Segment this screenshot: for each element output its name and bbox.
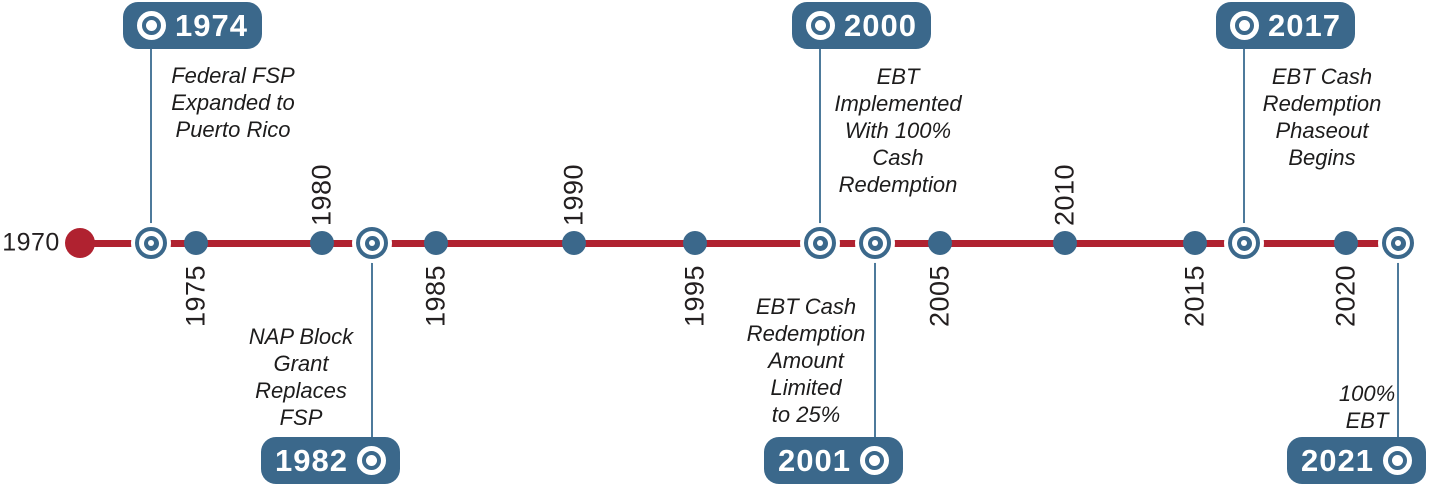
bullseye-icon (1230, 11, 1259, 40)
connector-line-2000 (819, 46, 821, 244)
tick-dot-2015 (1183, 231, 1207, 255)
event-badge-1974: 1974 (123, 2, 262, 49)
tick-dot-1985 (424, 231, 448, 255)
event-description-2017: EBT Cash Redemption Phaseout Begins (1262, 64, 1382, 170)
event-description-1974: Federal FSP Expanded to Puerto Rico (171, 63, 295, 142)
tick-dot-1975 (184, 231, 208, 255)
bullseye-icon (806, 11, 835, 40)
event-marker-2000 (800, 223, 840, 263)
bullseye-icon (137, 11, 166, 40)
badge-year: 1982 (275, 442, 348, 478)
event-badge-2000: 2000 (792, 2, 931, 49)
event-description-2021: 100% EBT (1338, 381, 1396, 433)
tick-dot-2020 (1334, 231, 1358, 255)
connector-line-2001 (874, 243, 876, 438)
connector-line-2021 (1397, 243, 1399, 438)
event-description-2000: EBT Implemented With 100% Cash Redemptio… (834, 64, 962, 197)
badge-year: 2017 (1268, 7, 1341, 43)
event-description-2001: EBT Cash Redemption Amount Limited to 25… (746, 294, 866, 427)
tick-label-1985: 1985 (420, 264, 451, 328)
tick-label-1975: 1975 (180, 264, 211, 328)
event-badge-2017: 2017 (1216, 2, 1355, 49)
event-marker-2021 (1378, 223, 1418, 263)
tick-dot-1990 (562, 231, 586, 255)
axis-start-dot (65, 228, 95, 258)
event-marker-1974 (131, 223, 171, 263)
connector-line-1982 (371, 243, 373, 439)
event-marker-2017 (1224, 223, 1264, 263)
connector-line-2017 (1243, 46, 1245, 244)
connector-line-1974 (150, 44, 152, 244)
bullseye-icon (860, 446, 889, 475)
bullseye-icon (1383, 446, 1412, 475)
badge-year: 2001 (778, 442, 851, 478)
event-description-1982: NAP Block Grant Replaces FSP (248, 324, 354, 430)
axis-start-label: 1970 (2, 228, 60, 257)
event-marker-2001 (855, 223, 895, 263)
tick-label-2005: 2005 (924, 264, 955, 328)
tick-dot-2010 (1053, 231, 1077, 255)
tick-label-2015: 2015 (1179, 264, 1210, 328)
bullseye-icon (357, 446, 386, 475)
badge-year: 2021 (1301, 442, 1374, 478)
tick-dot-1995 (683, 231, 707, 255)
tick-label-2010: 2010 (1049, 163, 1080, 227)
tick-label-1990: 1990 (558, 163, 589, 227)
tick-label-1980: 1980 (306, 163, 337, 227)
event-badge-2001: 2001 (764, 437, 903, 484)
badge-year: 2000 (844, 7, 917, 43)
timeline-axis (80, 239, 1398, 247)
tick-dot-1980 (310, 231, 334, 255)
event-badge-2021: 2021 (1287, 437, 1426, 484)
tick-label-1995: 1995 (679, 264, 710, 328)
event-marker-1982 (352, 223, 392, 263)
event-badge-1982: 1982 (261, 437, 400, 484)
tick-label-2020: 2020 (1330, 264, 1361, 328)
badge-year: 1974 (175, 7, 248, 43)
tick-dot-2005 (928, 231, 952, 255)
